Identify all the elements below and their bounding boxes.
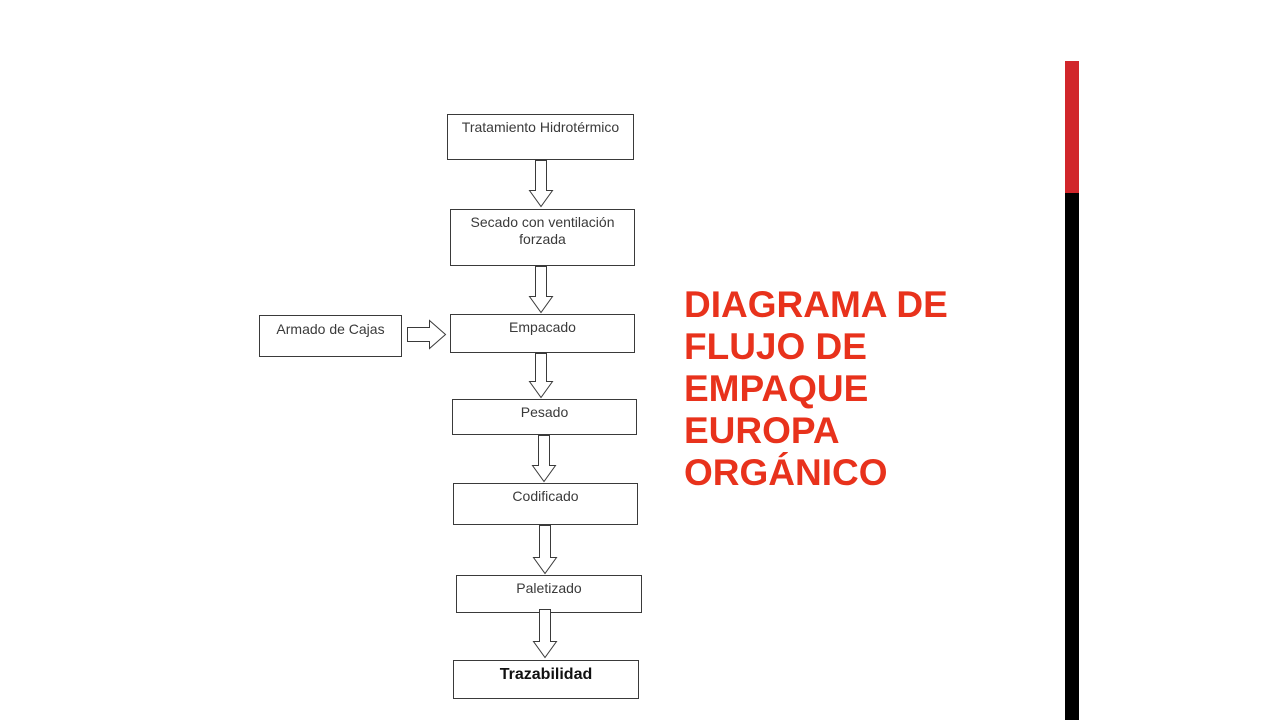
accent-bar-black [1065, 193, 1079, 720]
side-input-armado-de-cajas: Armado de Cajas [259, 315, 402, 357]
side-input-label: Armado de Cajas [276, 321, 385, 337]
title-line: EUROPA [684, 410, 840, 451]
title-line: ORGÁNICO [684, 452, 888, 493]
arrow-down-5 [532, 525, 558, 575]
arrow-down-6 [532, 609, 558, 659]
arrow-down-4 [531, 435, 557, 483]
step-label: Trazabilidad [499, 666, 593, 683]
step-codificado: Codificado [453, 483, 638, 525]
page-title: DIAGRAMA DE FLUJO DE EMPAQUE EUROPA ORGÁ… [684, 284, 1004, 494]
step-label: Paletizado [516, 580, 582, 596]
step-empacado: Empacado [450, 314, 635, 353]
arrow-down-3 [528, 353, 554, 399]
arrow-down-1 [528, 160, 554, 208]
step-pesado: Pesado [452, 399, 637, 435]
step-label: Secado con ventilación forzada [470, 214, 615, 247]
arrow-right [407, 319, 447, 350]
step-label: Empacado [509, 319, 576, 335]
arrow-down-2 [528, 266, 554, 314]
accent-bar-red [1065, 61, 1079, 193]
title-line: EMPAQUE [684, 368, 869, 409]
step-label: Tratamiento Hidrotérmico [461, 119, 620, 135]
step-tratamiento-hidrotermico: Tratamiento Hidrotérmico [447, 114, 634, 160]
step-paletizado: Paletizado [456, 575, 642, 613]
step-label: Codificado [512, 488, 579, 504]
step-trazabilidad: Trazabilidad [453, 660, 639, 699]
step-secado: Secado con ventilación forzada [450, 209, 635, 266]
title-line: FLUJO DE [684, 326, 867, 367]
title-line: DIAGRAMA DE [684, 284, 948, 325]
step-label: Pesado [520, 404, 569, 420]
